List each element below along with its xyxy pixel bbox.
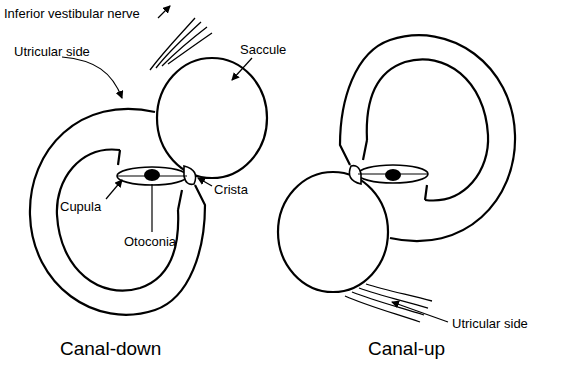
part-label: Utricular side <box>452 316 528 331</box>
canal-up-organ <box>278 35 515 292</box>
part-label: Cupula <box>60 199 101 214</box>
figure-caption: Canal-down <box>60 338 161 360</box>
leader-lines <box>62 2 448 322</box>
part-label: Crista <box>214 182 248 197</box>
nerve-label: Inferior vestibular nerve <box>4 6 140 21</box>
nerve-fibers <box>150 18 432 322</box>
part-label: Saccule <box>240 42 286 57</box>
part-label: Utricular side <box>14 44 90 59</box>
part-label: Otoconia <box>124 234 176 249</box>
figure-caption: Canal-up <box>368 338 445 360</box>
canal-down-organ <box>30 58 267 315</box>
